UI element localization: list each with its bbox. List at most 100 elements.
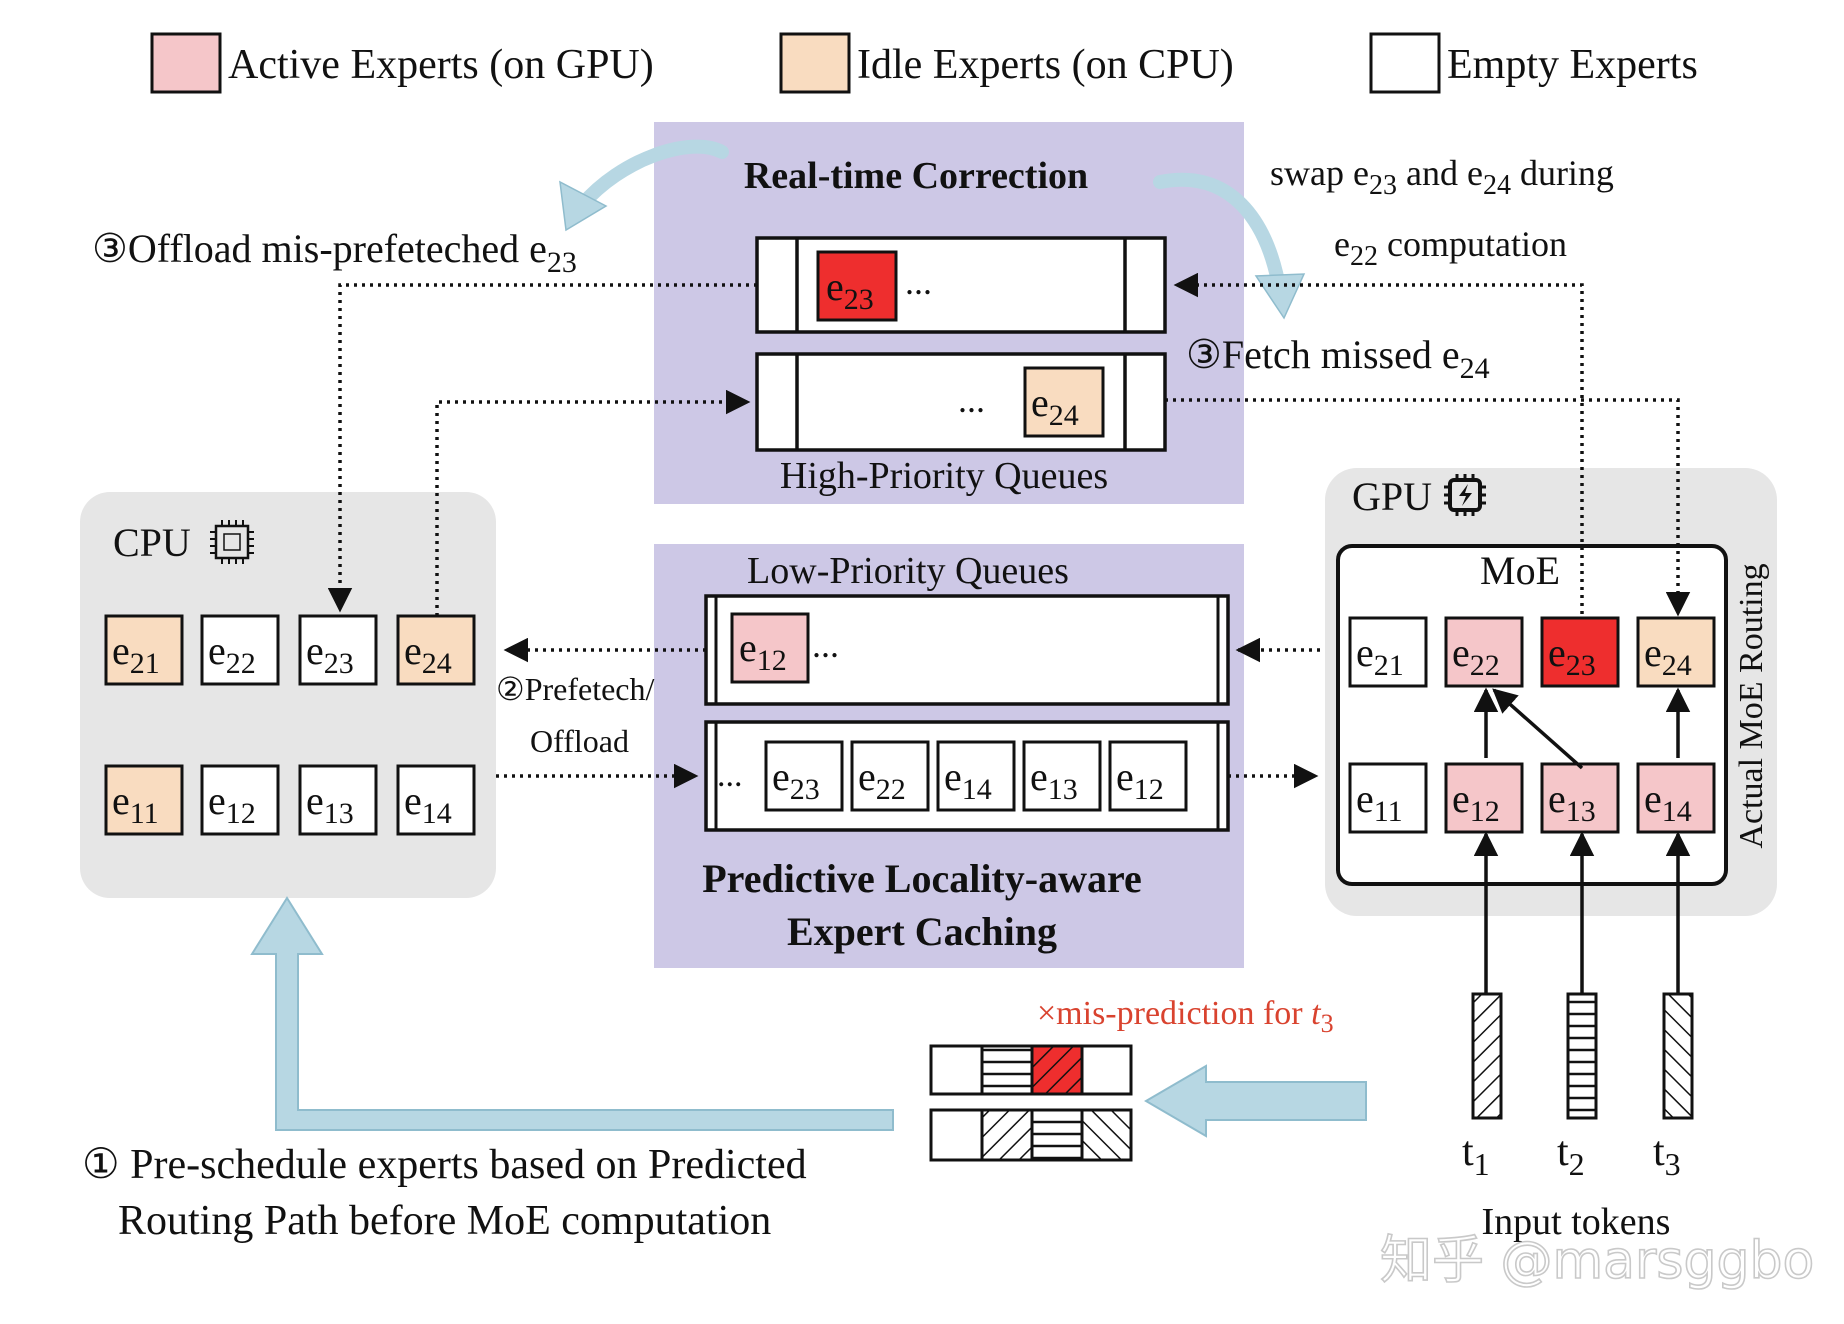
token-label-t1: t1 <box>1462 1129 1490 1182</box>
moe-label: MoE <box>1480 548 1560 593</box>
expert-box <box>816 250 898 322</box>
token-label-t3: t3 <box>1653 1129 1681 1182</box>
expert-box <box>200 764 280 836</box>
expert-e22: e22 <box>850 740 930 812</box>
legend-swatch-active <box>150 32 222 94</box>
legend-label-empty: Empty Experts <box>1447 42 1698 88</box>
low-priority-queue-1: e12 ... <box>704 594 1230 706</box>
token-bar-t1 <box>1471 992 1503 1120</box>
expert-box <box>1540 616 1620 688</box>
realtime-correction-title: Real-time Correction <box>744 155 1088 197</box>
expert-e14: e14 <box>1636 762 1716 834</box>
expert-box <box>1444 616 1524 688</box>
expert-box <box>730 612 810 684</box>
big-arrows <box>250 896 1367 1138</box>
fetch-curve-arrowhead <box>1254 273 1306 320</box>
queue-ellipsis: ... <box>717 757 743 794</box>
moe-box <box>1336 544 1728 886</box>
preschedule-line1: ① Pre-schedule experts based on Predicte… <box>82 1142 807 1188</box>
caching-caption-line1: Predictive Locality-aware <box>702 856 1142 901</box>
swap-e23-path <box>1173 272 1584 614</box>
predict-arrow <box>1144 1064 1367 1138</box>
expert-box <box>104 764 184 836</box>
actual-routing-label: Actual MoE Routing <box>1733 563 1770 848</box>
expert-box <box>936 740 1016 812</box>
cpu-label: CPU <box>113 520 191 565</box>
expert-box <box>1636 616 1716 688</box>
expert-e11: e11 <box>1348 762 1428 834</box>
expert-e23: e23 <box>1540 616 1620 688</box>
expert-e22: e22 <box>200 614 280 686</box>
fetch-curve-arrow <box>1153 172 1287 299</box>
queue-ellipsis: ... <box>812 625 839 665</box>
expert-e14: e14 <box>396 764 476 836</box>
expert-box <box>1108 740 1188 812</box>
offload-e23-path <box>327 283 757 613</box>
legend: Active Experts (on GPU) Idle Experts (on… <box>150 32 1698 94</box>
expert-box <box>1444 762 1524 834</box>
legend-label-idle: Idle Experts (on CPU) <box>857 42 1234 88</box>
input-tokens: t1 t2 t3 Input tokens <box>1462 992 1694 1243</box>
swap-annotation-line2: e22 computation <box>1334 224 1567 272</box>
expert-box <box>298 614 378 686</box>
cpu-panel <box>80 492 496 898</box>
expert-label: e13 <box>1030 754 1078 806</box>
high-priority-queue-2: ... e24 <box>755 352 1167 452</box>
expert-box <box>764 740 844 812</box>
expert-label: e12 <box>1116 754 1164 806</box>
expert-box <box>298 764 378 836</box>
cpu-chip-icon <box>210 520 254 564</box>
expert-box <box>1348 616 1428 688</box>
fetch-annotation: ③Fetch missed e24 <box>1186 332 1490 385</box>
routing-arrows <box>1473 687 1691 994</box>
token-bar-t2 <box>1566 992 1598 1120</box>
expert-e21: e21 <box>104 614 184 686</box>
expert-box <box>850 740 930 812</box>
expert-box <box>200 614 280 686</box>
prefetch-annotation-line1: ②Prefetech/ <box>496 671 655 707</box>
expert-e24: e24 <box>396 614 476 686</box>
predicted-routing-bars <box>929 1044 1133 1162</box>
expert-box <box>104 614 184 686</box>
expert-label: e14 <box>944 754 992 806</box>
offload-annotation: ③Offload mis-prefeteched e23 <box>92 226 577 279</box>
queue-ellipsis: ... <box>905 262 932 302</box>
token-label-t2: t2 <box>1557 1129 1585 1182</box>
gpu-label: GPU <box>1352 474 1432 519</box>
expert-label: e13 <box>306 778 354 830</box>
misprediction-label: ×mis-prediction for t3 <box>1037 995 1334 1038</box>
expert-e13: e13 <box>298 764 378 836</box>
expert-e22: e22 <box>1444 616 1524 688</box>
queue-ellipsis: ... <box>958 380 985 420</box>
expert-box <box>1348 762 1428 834</box>
expert-box <box>1022 740 1102 812</box>
preschedule-arrow <box>250 896 894 1131</box>
expert-e21: e21 <box>1348 616 1428 688</box>
dotted-flows <box>327 272 1691 789</box>
expert-box <box>396 764 476 836</box>
expert-box <box>1023 366 1105 438</box>
legend-swatch-idle <box>779 32 851 94</box>
prefetch-annotation-line2: Offload <box>530 723 629 759</box>
high-priority-queues-label: High-Priority Queues <box>780 455 1108 497</box>
preschedule-line2: Routing Path before MoE computation <box>118 1198 771 1244</box>
legend-label-active: Active Experts (on GPU) <box>228 42 654 88</box>
offload-curve-arrowhead <box>559 180 608 232</box>
high-priority-queue-1: e23 ... <box>755 236 1167 334</box>
expert-e12: e12 <box>1108 740 1188 812</box>
expert-box <box>1540 762 1620 834</box>
token-bar-t3 <box>1662 992 1694 1120</box>
swap-annotation-line1: swap e23 and e24 during <box>1270 153 1614 201</box>
expert-e23: e23 <box>298 614 378 686</box>
expert-e13: e13 <box>1022 740 1102 812</box>
caching-caption-line2: Expert Caching <box>787 909 1057 954</box>
expert-e13: e13 <box>1540 762 1620 834</box>
expert-e23: e23 <box>764 740 844 812</box>
offload-curve-arrow <box>575 139 729 212</box>
expert-e11: e11 <box>104 764 184 836</box>
expert-e12: e12 <box>1444 762 1524 834</box>
